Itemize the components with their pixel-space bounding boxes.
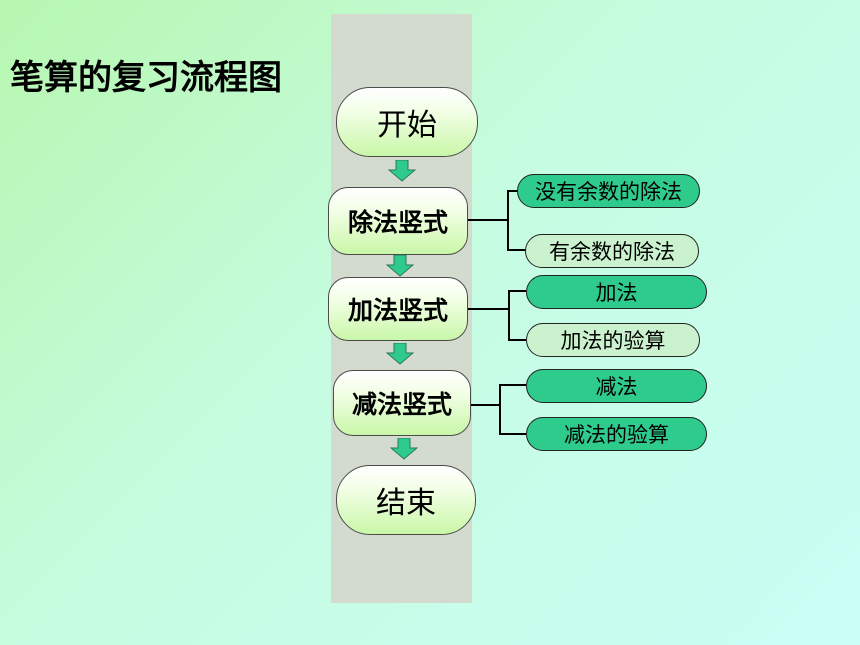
subtraction-node: 减法竖式	[333, 370, 471, 436]
connector-line	[499, 433, 526, 435]
connector-line	[499, 384, 526, 386]
connector-line	[471, 404, 500, 406]
connector-line	[468, 308, 509, 310]
connector-line	[499, 384, 501, 435]
branch-addition-check: 加法的验算	[526, 323, 700, 357]
branch-subtraction: 减法	[526, 369, 707, 403]
branch-division-no-remainder: 没有余数的除法	[517, 174, 700, 208]
connector-line	[508, 290, 510, 340]
connector-line	[468, 219, 508, 221]
branch-division-with-remainder: 有余数的除法	[525, 234, 699, 268]
addition-node: 加法竖式	[328, 277, 468, 341]
connector-line	[507, 190, 509, 250]
down-arrow-icon	[390, 438, 418, 460]
connector-line	[507, 190, 521, 192]
connector-line	[508, 339, 526, 341]
end-node: 结束	[336, 465, 476, 535]
down-arrow-icon	[388, 160, 416, 182]
start-node: 开始	[336, 87, 478, 157]
division-node: 除法竖式	[328, 187, 468, 255]
connector-line	[508, 290, 526, 292]
page-title: 笔算的复习流程图	[10, 58, 282, 98]
connector-line	[507, 249, 533, 251]
down-arrow-icon	[386, 343, 414, 365]
branch-subtraction-check: 减法的验算	[526, 417, 707, 451]
branch-addition: 加法	[526, 275, 707, 309]
down-arrow-icon	[386, 255, 414, 277]
